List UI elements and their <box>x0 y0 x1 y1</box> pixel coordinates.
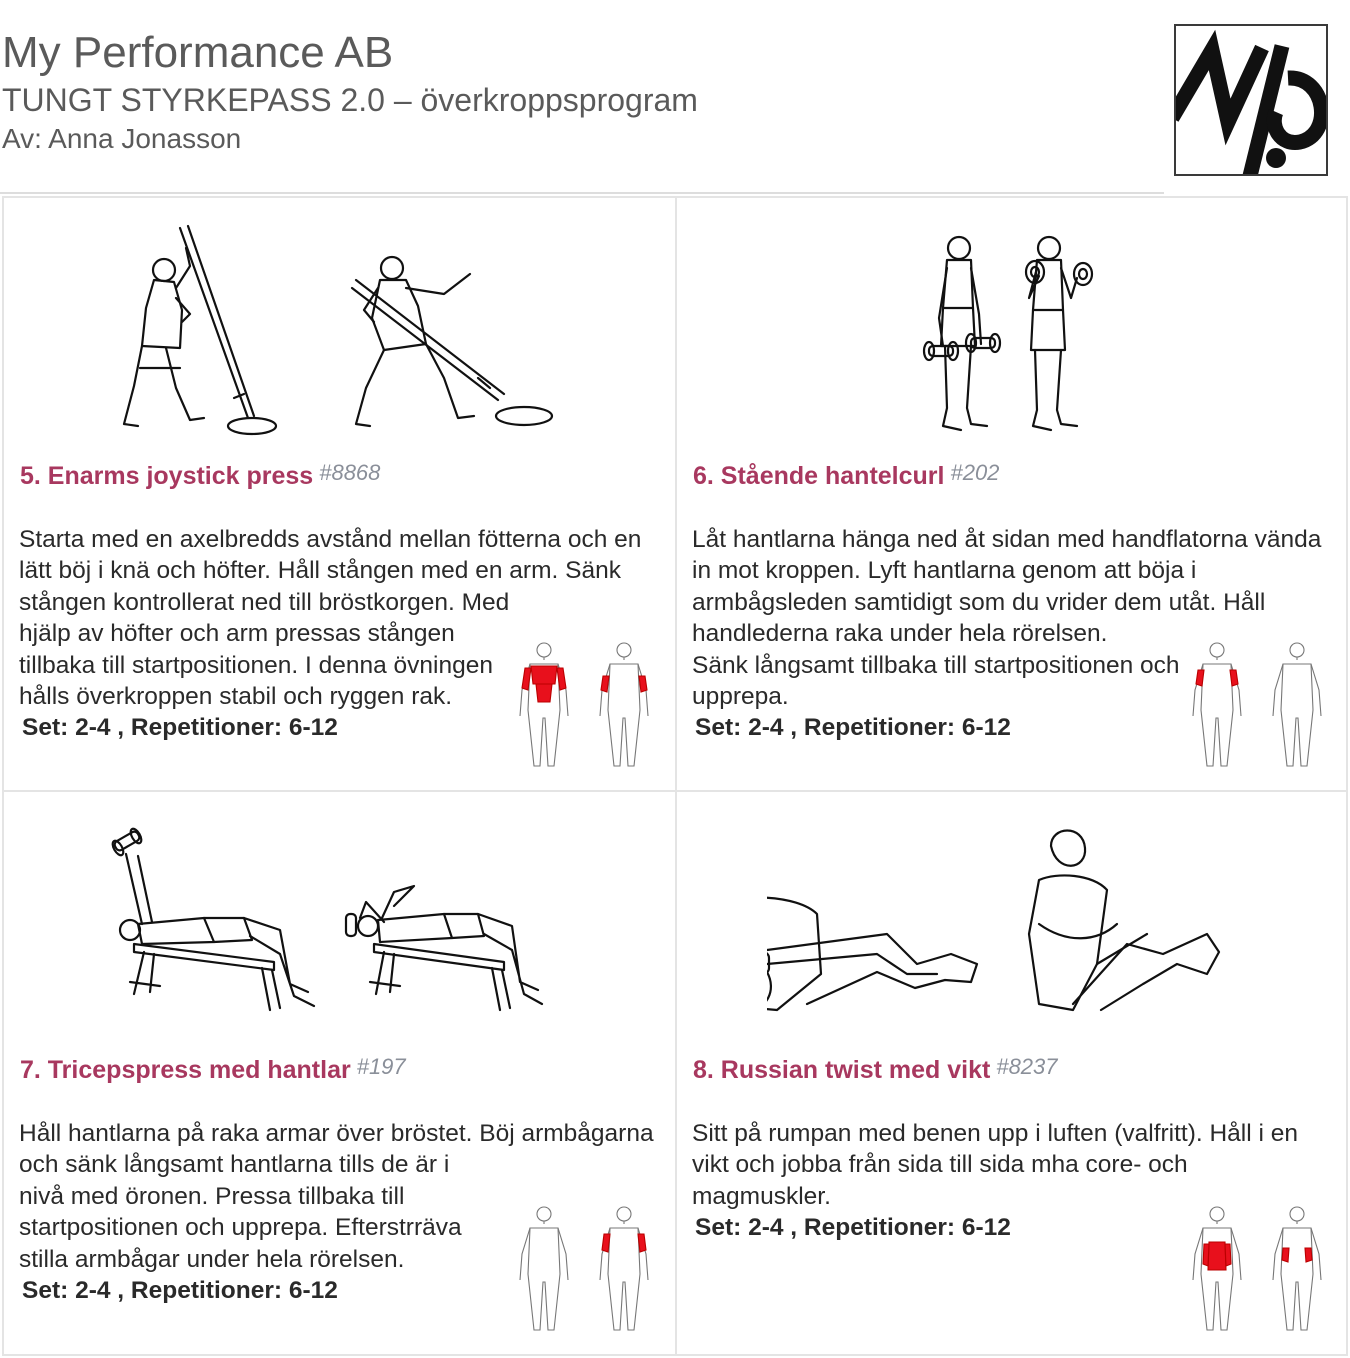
exercise-title-row: 8. Russian twist med vikt#8237 <box>693 1054 1058 1085</box>
my-logo-icon <box>1174 24 1328 176</box>
muscle-map-icon <box>1189 640 1329 770</box>
exercise-description: Håll hantlarna på raka armar över bröste… <box>19 1118 659 1306</box>
muscle-map-icon <box>516 1204 656 1334</box>
triceps-press-illustration <box>94 814 594 1039</box>
sets-reps: Set: 2-4 , Repetitioner: 6-12 <box>695 1214 1011 1242</box>
exercise-card: 7. Tricepspress med hantlar#197 Håll han… <box>2 790 677 1356</box>
exercise-title: 6. Stående hantelcurl <box>693 462 945 490</box>
muscle-map-icon <box>516 640 656 770</box>
description-text-continued: nivå med öronen. Pressa tillbaka till st… <box>19 1182 462 1273</box>
description-text: Håll hantlarna på raka armar över bröste… <box>19 1120 654 1179</box>
description-text: Starta med en axelbredds avstånd mellan … <box>19 526 642 616</box>
company-name: My Performance AB <box>2 28 394 77</box>
description-text: Låt hantlarna hänga ned åt sidan med han… <box>692 526 1322 648</box>
exercise-description: Låt hantlarna hänga ned åt sidan med han… <box>692 524 1332 744</box>
joystick-press-illustration <box>94 218 594 443</box>
sets-reps: Set: 2-4 , Repetitioner: 6-12 <box>22 1277 338 1305</box>
exercise-description: Sitt på rumpan med benen upp i luften (v… <box>692 1118 1332 1244</box>
program-title: TUNGT STYRKEPASS 2.0 – överkroppsprogram <box>2 82 698 118</box>
exercise-code: #197 <box>356 1054 406 1079</box>
exercise-title: 8. Russian twist med vikt <box>693 1056 991 1084</box>
sets-reps: Set: 2-4 , Repetitioner: 6-12 <box>695 714 1011 742</box>
description-text-continued: Sänk långsamt tillbaka till startpositio… <box>692 651 1180 711</box>
exercise-card: 5. Enarms joystick press#8868 Starta med… <box>2 196 677 792</box>
exercise-code: #8237 <box>996 1054 1058 1079</box>
exercise-title-row: 5. Enarms joystick press#8868 <box>20 460 380 491</box>
exercise-title-row: 7. Tricepspress med hantlar#197 <box>20 1054 406 1085</box>
description-text: Sitt på rumpan med benen upp i luften (v… <box>692 1120 1299 1210</box>
exercise-card: 8. Russian twist med vikt#8237 Sitt på r… <box>675 790 1348 1356</box>
dumbbell-curl-illustration <box>767 218 1267 443</box>
author-line: Av: Anna Jonasson <box>2 123 242 154</box>
exercise-description: Starta med en axelbredds avstånd mellan … <box>19 524 659 744</box>
exercise-title-row: 6. Stående hantelcurl#202 <box>693 460 999 491</box>
exercise-title: 7. Tricepspress med hantlar <box>20 1056 351 1084</box>
muscle-map-icon <box>1189 1204 1329 1334</box>
description-text-continued: hjälp av höfter och arm pressas stången … <box>19 620 493 711</box>
exercise-code: #202 <box>950 460 1000 485</box>
page-header: My Performance AB TUNGT STYRKEPASS 2.0 –… <box>0 0 1350 195</box>
sets-reps: Set: 2-4 , Repetitioner: 6-12 <box>22 714 338 742</box>
russian-twist-illustration <box>701 814 1267 1039</box>
exercise-card: 6. Stående hantelcurl#202 Låt hantlarna … <box>675 196 1348 792</box>
header-divider <box>0 192 1164 194</box>
exercise-grid: 5. Enarms joystick press#8868 Starta med… <box>2 196 1348 1356</box>
exercise-title: 5. Enarms joystick press <box>20 462 314 490</box>
exercise-code: #8868 <box>319 460 381 485</box>
